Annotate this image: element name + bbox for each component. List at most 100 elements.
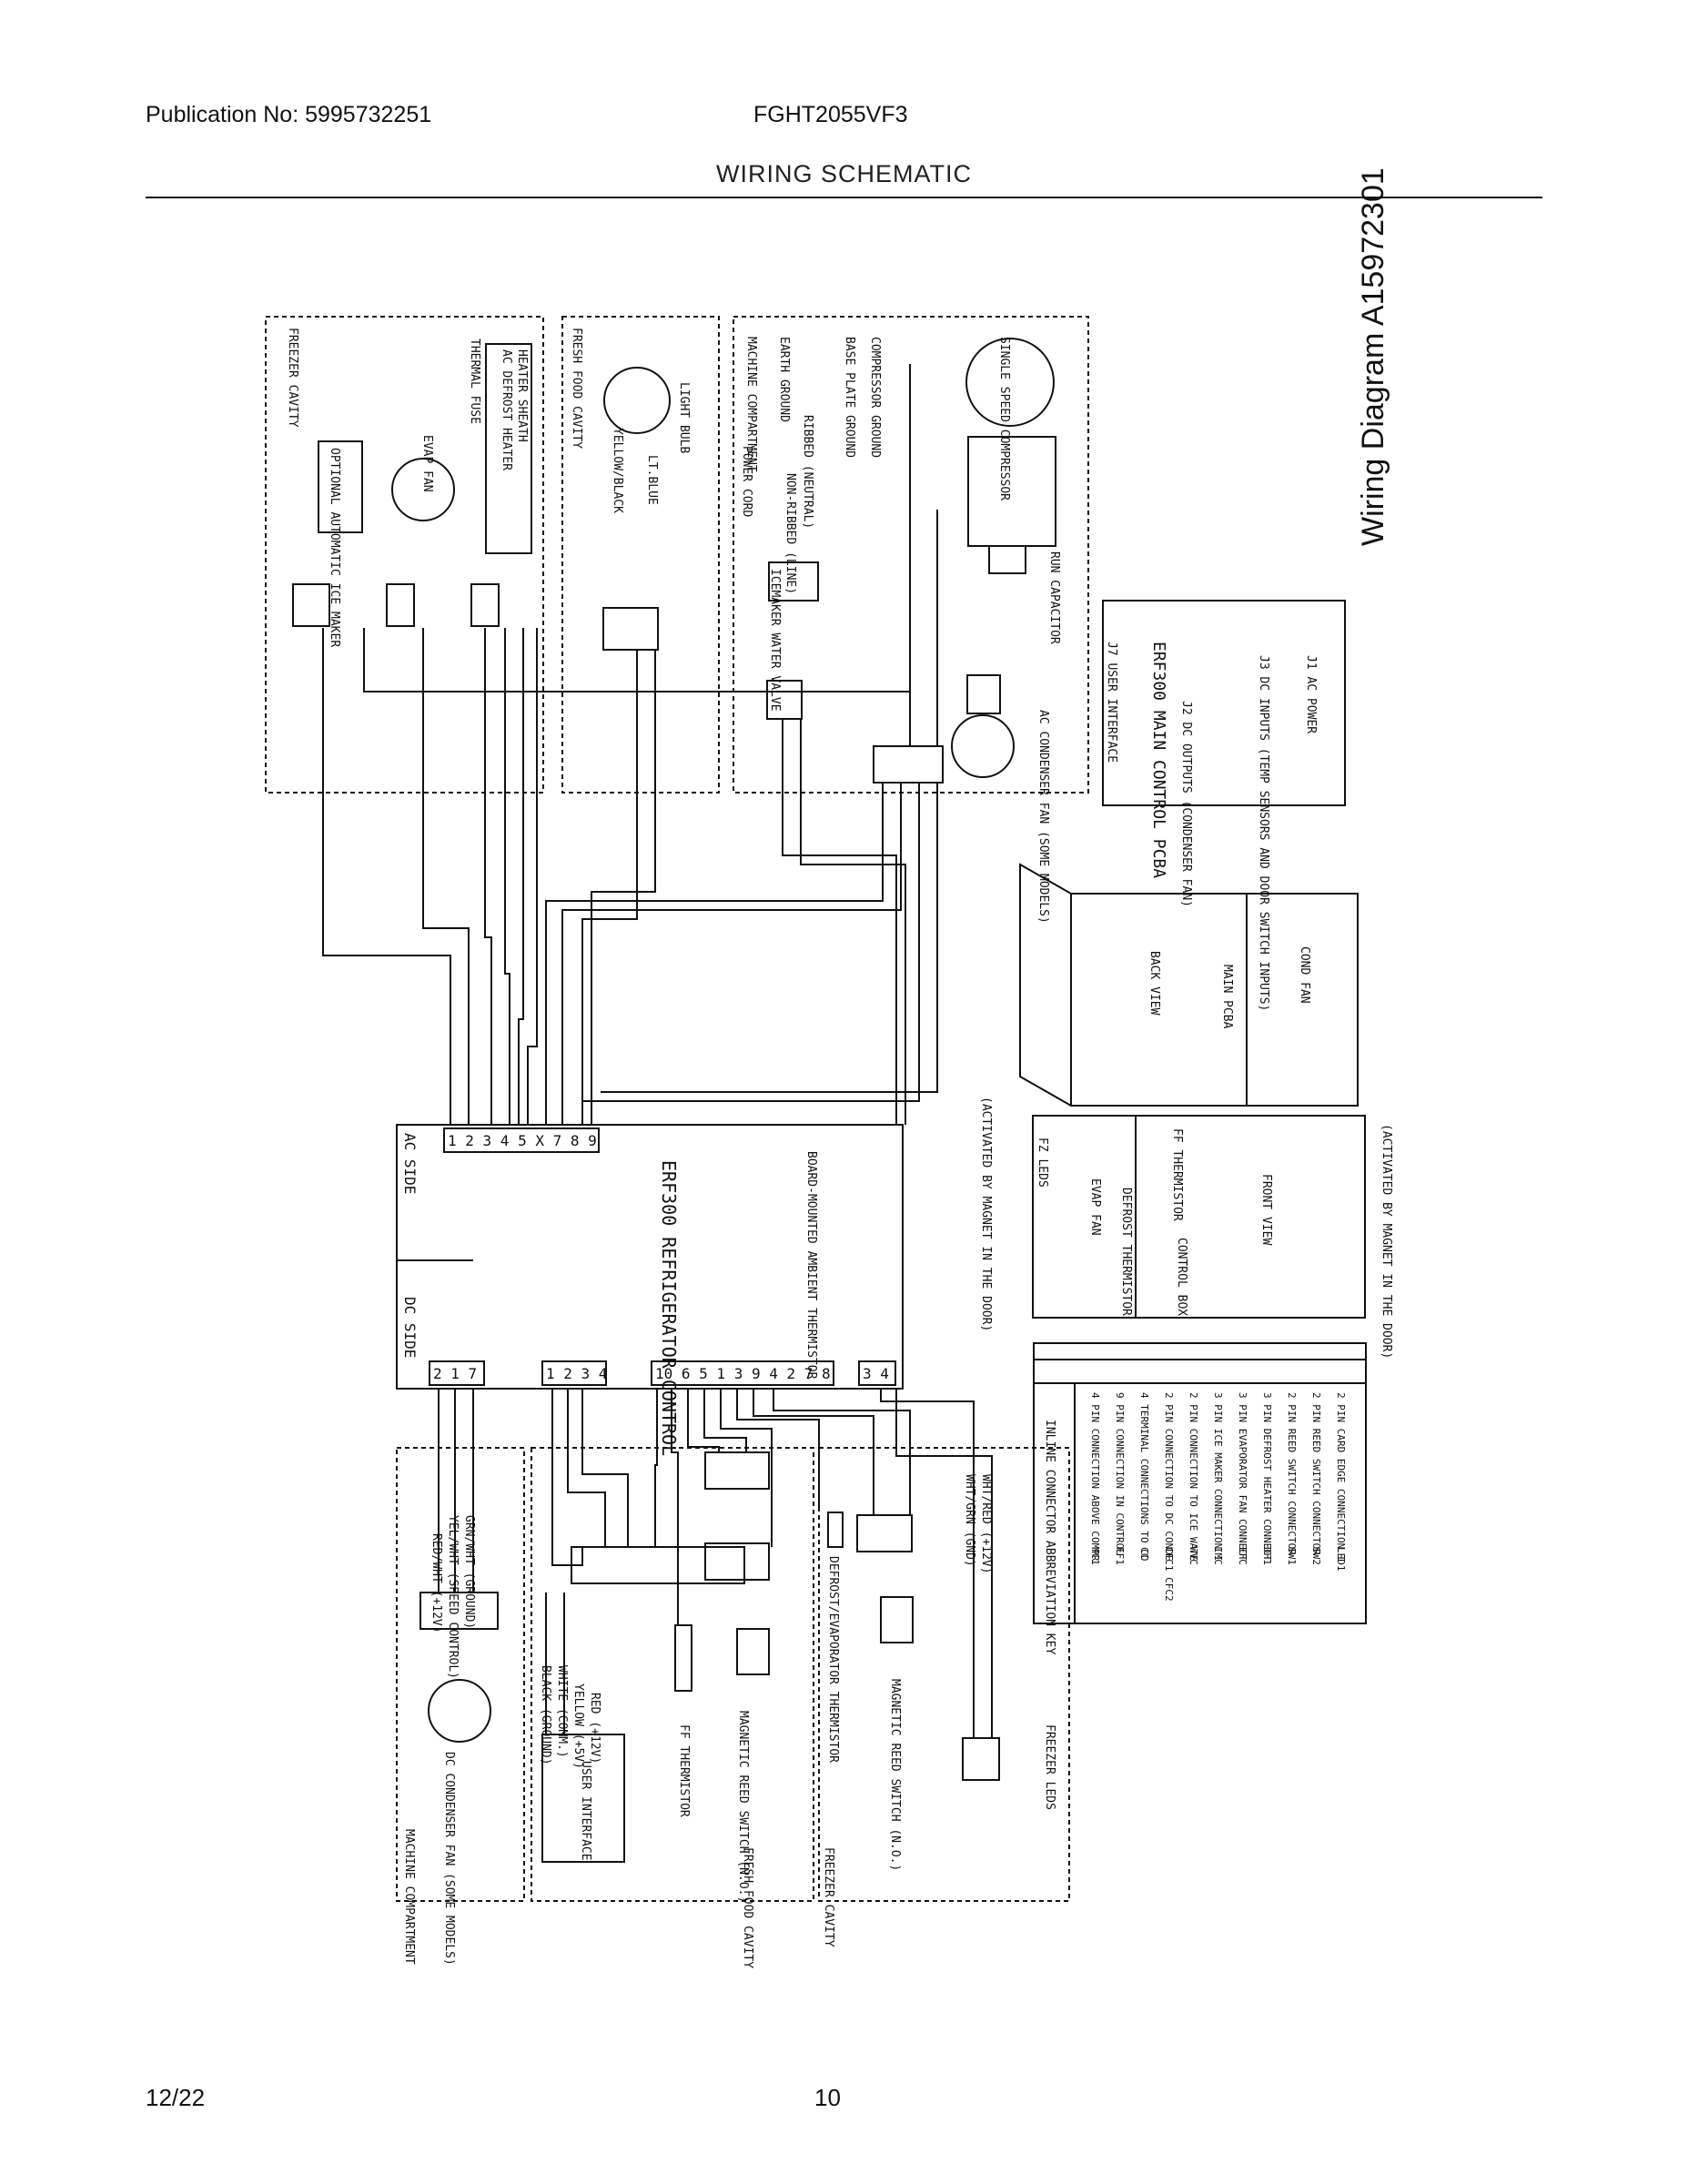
- legend-abbr: SW2: [1310, 1547, 1322, 1565]
- legend-explanation: 3 PIN EVAPORATOR FAN CONNECT: [1237, 1392, 1248, 1562]
- nonribbed-label: NON-RIBBED (LINE): [783, 473, 797, 594]
- j3dc-label: J3 DC INPUTS (TEMP SENSORS AND DOOR SWIT…: [1257, 655, 1270, 1011]
- machine-label: MACHINE COMPARTMENT: [744, 337, 758, 472]
- powercord-label: POWER CORD: [740, 446, 753, 517]
- publication-number: Publication No: 5995732251: [146, 102, 432, 127]
- frontview-label: FRONT VIEW: [1259, 1174, 1273, 1245]
- svg-text:3 4: 3 4: [863, 1365, 889, 1382]
- j7-connector: 1 2 3 4: [541, 1360, 607, 1386]
- evap-fan: [391, 458, 455, 521]
- whtgrn-label: WHT/GRN (GND): [963, 1474, 976, 1567]
- dccondfan-label: DC CONDENSER FAN (SOME MODELS): [442, 1752, 456, 1966]
- earth-label: EARTH GROUND: [777, 337, 791, 422]
- ff-thermistor: [674, 1624, 692, 1692]
- legend-abbr: MC1: [1089, 1547, 1101, 1565]
- whtred-label: WHT/RED (+12V): [979, 1474, 993, 1574]
- legend-explanation: 4 TERMINAL CONNECTIONS TO CO: [1138, 1392, 1150, 1561]
- activated2-label: (ACTIVATED BY MAGNET IN THE DOOR): [1380, 1124, 1393, 1359]
- defrost-label: AC DEFROST HEATER: [500, 349, 513, 470]
- footer-date: 12/22: [146, 2084, 206, 2111]
- ui-label: USER INTERFACE: [579, 1761, 592, 1861]
- legend-abbr: CC: [1138, 1547, 1150, 1559]
- baseplate-label: BASE PLATE GROUND: [843, 337, 856, 458]
- j1-connector: 1 2 3 4 5 X 7 8 9: [443, 1127, 600, 1153]
- legend-explanation: 2 PIN CONNECTION TO DC CONDE: [1163, 1392, 1175, 1561]
- reed2-label: MAGNETIC REED SWITCH (N.O.): [888, 1679, 902, 1871]
- legend-explanation: 3 PIN DEFROST HEATER CONNECT: [1261, 1392, 1273, 1562]
- compressor-label: SINGLE SPEED COMPRESSOR: [997, 337, 1011, 500]
- cfc1-connector: [419, 1592, 499, 1630]
- magnetic-reed-switch-ff: [736, 1628, 770, 1675]
- sheath-label: HEATER SHEATH: [515, 349, 529, 442]
- freezer-label: FREEZER CAVITY: [286, 328, 299, 428]
- header-divider: [146, 197, 1542, 198]
- activated1-label: (ACTIVATED BY MAGNET IN THE DOOR): [979, 1097, 993, 1331]
- grnwht-label: GRN/WHT (GROUND): [462, 1515, 476, 1629]
- j7ui-label: J7 USER INTERFACE: [1105, 642, 1118, 763]
- pcba-label: ERF300 MAIN CONTROL PCBA: [1149, 642, 1168, 878]
- ff1-connector-bottom: [571, 1546, 745, 1584]
- acfan-label: AC CONDENSER FAN (SOME MODELS): [1036, 710, 1050, 924]
- backview-label: BACK VIEW: [1147, 951, 1161, 1016]
- icemaker-water-valve: [768, 561, 819, 602]
- whtcomm-label: WHITE (COMM.): [555, 1665, 569, 1758]
- yelblk-label: YELLOW/BLACK: [611, 428, 624, 513]
- j2-connector-right: 3 4: [858, 1360, 896, 1386]
- svg-text:10 6 5 1 3 9 4 2 7 8: 10 6 5 1 3 9 4 2 7 8: [655, 1365, 831, 1382]
- wvc-connector: [766, 680, 803, 720]
- freezerleds-label: FREEZER LEDS: [1043, 1724, 1056, 1810]
- rotated-labels: FREEZER CAVITY FRESH FOOD CAVITY MACHINE…: [286, 328, 1393, 1968]
- acside-label: AC SIDE: [401, 1133, 419, 1194]
- machine-compartment-bottom-box: [396, 1447, 525, 1902]
- page-title: WIRING SCHEMATIC: [716, 160, 972, 187]
- legend-explanation: 2 PIN CONNECTION TO ICE WATE: [1188, 1392, 1199, 1561]
- ltblue-label: LT.BLUE: [645, 455, 659, 505]
- legend-explanation: 2 PIN CARD EDGE CONNECTION I: [1335, 1392, 1347, 1561]
- blkgnd-label: BLACK (GROUND): [539, 1665, 552, 1765]
- fresh-food-cavity-box: [561, 316, 720, 794]
- legend-explanation: 4 PIN CONNECTION ABOVE COMPR: [1089, 1392, 1101, 1562]
- freezerbot-label: FREEZER CAVITY: [822, 1847, 835, 1947]
- optional-ice-maker: [318, 440, 363, 533]
- legend-explanation: 2 PIN REED SWITCH CONNECTOR: [1310, 1392, 1322, 1555]
- ambient-label: BOARD-MOUNTED AMBIENT THERMISTOR: [804, 1151, 818, 1380]
- ribbed-label: RIBBED (NEUTRAL): [801, 415, 814, 529]
- compressor: [965, 338, 1055, 427]
- defrostthm-label: DEFROST THERMISTOR: [1119, 1188, 1133, 1316]
- reed1-label: MAGNETIC REED SWITCH (N.O.): [736, 1711, 750, 1903]
- red12v-label: RED (+12V): [588, 1693, 601, 1764]
- sw1-connector: [704, 1542, 770, 1581]
- freezer-led: [962, 1737, 1000, 1781]
- dcside-label: DC SIDE: [401, 1297, 419, 1358]
- sw2-connector: [856, 1514, 913, 1552]
- icemaker-label: OPTIONAL AUTOMATIC ICE MAKER: [328, 448, 341, 647]
- j2dc-label: J2 DC OUTPUTS (CONDENSER FAN): [1179, 701, 1193, 907]
- j2-connector-left: 2 1 7: [429, 1360, 485, 1386]
- legend-explanation: 2 PIN REED SWITCH CONNECTOR: [1286, 1392, 1298, 1555]
- evapfan-label: EVAP FAN: [420, 435, 434, 492]
- mc1-connector: [873, 745, 944, 784]
- legend-abbr: DH1: [1261, 1547, 1273, 1565]
- user-interface-box: [541, 1734, 625, 1863]
- fresh-label: FRESH FOOD CAVITY: [570, 328, 583, 449]
- svg-text:1 2 3 4: 1 2 3 4: [546, 1365, 607, 1382]
- magnetic-reed-switch-fz: [880, 1596, 914, 1643]
- redwht-label: RED/WHT (+12V): [430, 1533, 443, 1633]
- legend-explanation: 3 PIN ICE MAKER CONNECTION I: [1212, 1392, 1224, 1561]
- freezer-bottom-box: [818, 1447, 1070, 1902]
- legend-abbr: LED1: [1335, 1547, 1347, 1572]
- controlbox-label: CONTROL BOX: [1175, 1238, 1188, 1316]
- runcap-label: RUN CAPACITOR: [1047, 551, 1061, 644]
- bulb-label: LIGHT BULB: [677, 382, 691, 453]
- erf300-label: ERF300 REFRIGERATOR CONTROL: [658, 1160, 680, 1456]
- defevap-label: DEFROST/EVAPORATOR THERMISTOR: [826, 1556, 840, 1763]
- evapfan2-label: EVAP FAN: [1088, 1178, 1102, 1236]
- ffthm-label: FF THERMISTOR: [677, 1724, 691, 1817]
- legend-abbr: WVC: [1188, 1547, 1199, 1565]
- machinebot-label: MACHINE COMPARTMENT: [402, 1829, 416, 1965]
- defrost-thermistor: [827, 1512, 844, 1548]
- erf300-control-box: [396, 1124, 904, 1390]
- compground-label: COMPRESSOR GROUND: [868, 337, 882, 458]
- page-number: 10: [814, 2084, 841, 2111]
- svg-text:2 1 7: 2 1 7: [433, 1365, 477, 1382]
